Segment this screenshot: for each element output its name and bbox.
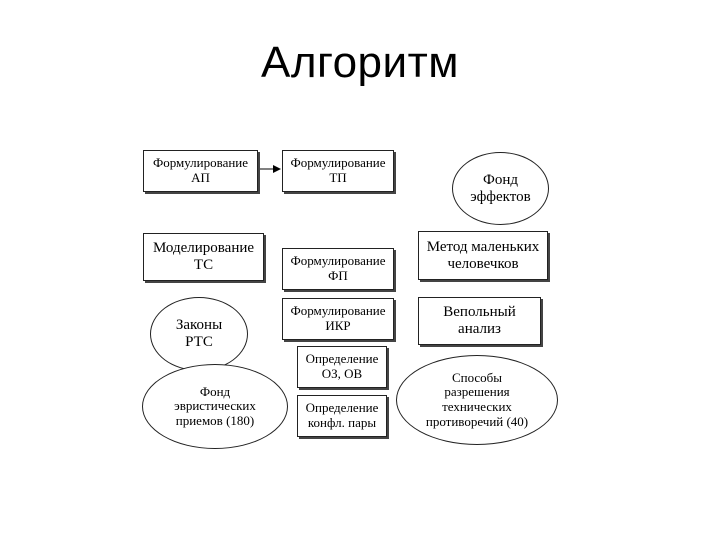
- node-line: АП: [191, 170, 210, 185]
- node-line: Формулирование: [290, 253, 386, 269]
- node-laws-rts: Законы РТС: [150, 297, 248, 371]
- node-line: Моделирование: [152, 240, 255, 257]
- page-title: Алгоритм: [260, 38, 460, 87]
- node-line: Определение: [305, 351, 379, 367]
- node-line: приемов (180): [175, 412, 255, 428]
- node-line: ТП: [329, 170, 347, 185]
- node-line: разрешения: [444, 384, 510, 400]
- node-formulate-tp: Формулирование ТП: [282, 150, 394, 192]
- node-line: конфл. пары: [307, 415, 377, 430]
- node-line: эвристических: [174, 398, 256, 414]
- node-line: Формулирование: [290, 155, 386, 171]
- node-formulate-ikr: Формулирование ИКР: [282, 298, 394, 340]
- node-line: человечков: [447, 255, 519, 272]
- node-modeling-ts: Моделирование ТС: [143, 233, 264, 281]
- node-little-men-method: Метод маленьких человечков: [418, 231, 548, 280]
- node-line: Фонд: [199, 383, 231, 399]
- node-line: Формулирование: [152, 155, 249, 171]
- node-define-oz-ov: Определение ОЗ, ОВ: [297, 346, 387, 388]
- node-line: ФП: [328, 268, 348, 283]
- node-line: Вепольный: [443, 304, 516, 321]
- node-line: ИКР: [325, 318, 351, 333]
- node-line: эффектов: [470, 188, 531, 205]
- node-line: Метод маленьких: [426, 238, 540, 255]
- node-formulate-fp: Формулирование ФП: [282, 248, 394, 290]
- node-heuristic-fund: Фонд эвристических приемов (180): [142, 364, 288, 449]
- node-line: противоречий (40): [425, 413, 529, 429]
- node-line: анализ: [458, 321, 501, 337]
- node-line: Законы: [175, 317, 223, 334]
- node-resolve-methods: Способы разрешения технических противоре…: [396, 355, 558, 445]
- node-define-conflict-pair: Определение конфл. пары: [297, 395, 387, 437]
- node-line: Определение: [305, 400, 379, 416]
- node-line: ТС: [193, 257, 214, 273]
- node-vepol-analysis: Вепольный анализ: [418, 297, 541, 345]
- node-line: технических: [442, 399, 512, 414]
- node-formulate-ap: Формулирование АП: [143, 150, 258, 192]
- node-line: Способы: [451, 369, 503, 385]
- node-line: Формулирование: [290, 303, 386, 319]
- node-line: РТС: [185, 334, 213, 350]
- node-effects-fund: Фонд эффектов: [452, 152, 549, 225]
- node-line: ОЗ, ОВ: [321, 366, 363, 381]
- node-line: Фонд: [482, 171, 518, 188]
